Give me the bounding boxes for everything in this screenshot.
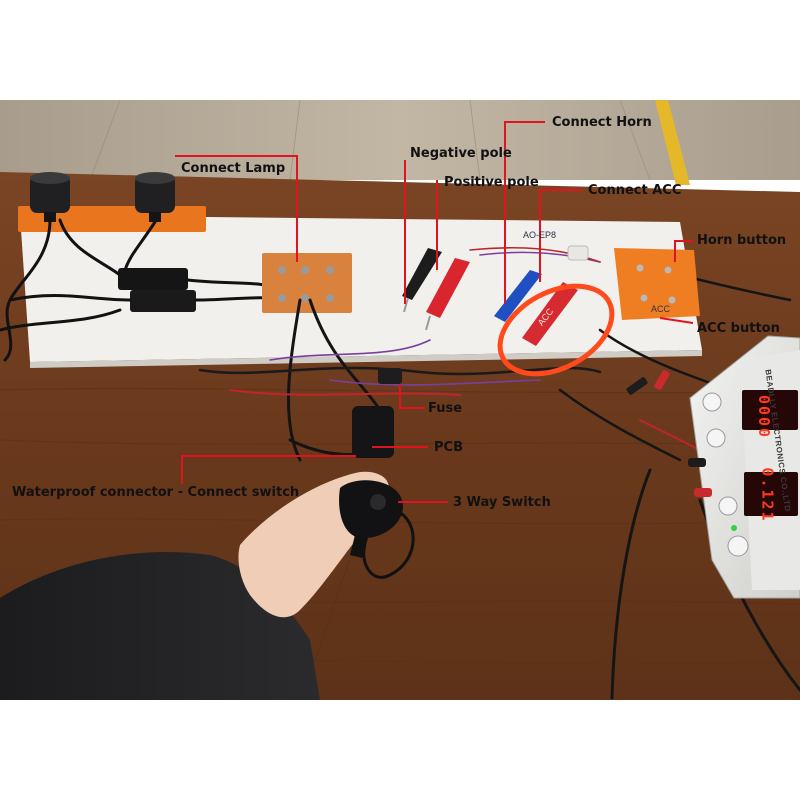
label-positive-pole: Positive pole — [444, 175, 539, 190]
white-board-edge — [30, 350, 702, 368]
leader-lines — [175, 121, 694, 503]
lamp-terminals — [278, 266, 334, 302]
leader-connect-lamp — [175, 155, 298, 262]
leader-acc-button — [659, 317, 694, 324]
label-negative-pole: Negative pole — [410, 146, 512, 161]
positive-probe — [425, 258, 470, 331]
label-connect-acc: Connect ACC — [588, 183, 682, 198]
ballast-upper — [118, 268, 188, 290]
psu-terminals — [688, 458, 712, 497]
lamp-left — [30, 172, 70, 222]
label-acc-button: ACC button — [697, 321, 780, 336]
lamp-connect-board — [262, 253, 352, 313]
label-connect-horn: Connect Horn — [552, 115, 652, 130]
leader-horn-button — [674, 240, 693, 262]
leader-fuse — [399, 384, 425, 409]
leader-waterproof — [181, 455, 356, 484]
label-waterproof-connector: Waterproof connector - Connect switch — [12, 485, 300, 500]
label-pcb: PCB — [434, 440, 463, 455]
sleeve — [0, 551, 320, 700]
label-horn-button: Horn button — [697, 233, 787, 248]
label-connect-lamp: Connect Lamp — [181, 161, 286, 176]
label-three-way-switch: 3 Way Switch — [453, 495, 551, 510]
acc-highlight-circle — [497, 283, 615, 377]
top-margin — [0, 0, 800, 100]
pcb-module — [352, 406, 394, 458]
psu-knobs — [702, 392, 749, 557]
label-fuse: Fuse — [428, 401, 463, 416]
bottom-margin — [0, 700, 800, 800]
alligator-clips — [626, 370, 670, 395]
acc-red-clip — [522, 282, 578, 346]
lamp-right — [135, 172, 175, 222]
leader-connect-acc — [539, 189, 582, 282]
board-note-text: AO-EP8 — [523, 230, 557, 240]
negative-probe — [402, 248, 442, 313]
psu-indicator-led — [731, 525, 737, 531]
relay — [567, 245, 589, 261]
switch-cable — [362, 508, 415, 579]
current-display-bg — [744, 472, 798, 516]
horn-blue-clip — [494, 270, 542, 322]
ballast-lower — [130, 290, 196, 312]
switch-board-acc-mark: ACC — [651, 304, 671, 314]
fuse-holder — [378, 368, 402, 384]
switch-board — [614, 248, 700, 320]
yellow-floor-line — [655, 100, 690, 185]
switch-board-screws — [636, 264, 676, 304]
current-display: 0.121 — [758, 467, 777, 523]
leader-connect-horn — [504, 121, 545, 303]
floor-planks — [89, 99, 651, 181]
voltage-display-bg — [742, 390, 798, 430]
three-way-switch-device — [339, 480, 403, 558]
